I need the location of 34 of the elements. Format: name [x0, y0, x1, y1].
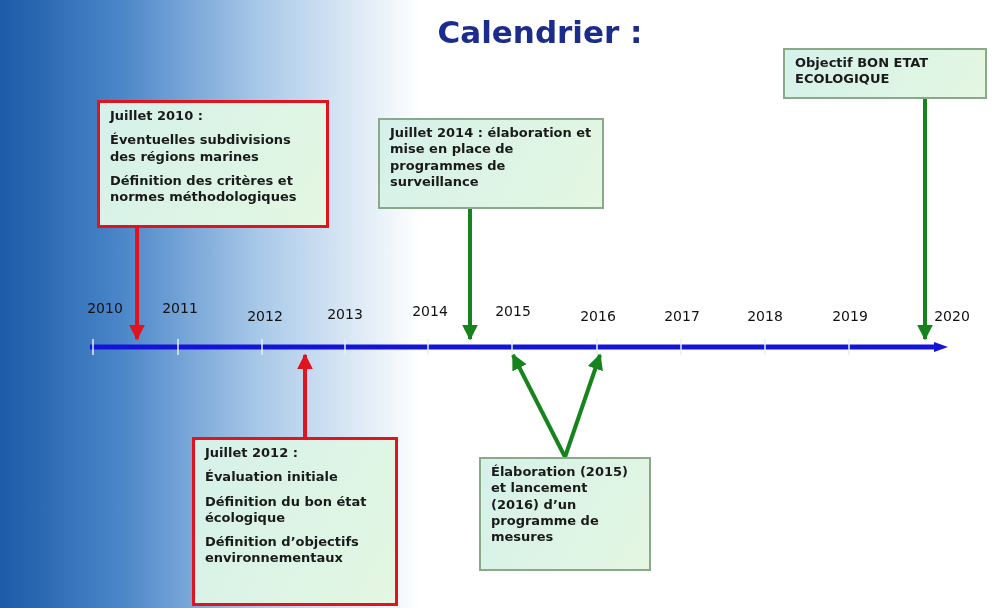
- event-text: Évaluation initiale: [205, 469, 339, 486]
- arrow: [297, 353, 313, 437]
- arrow: [563, 353, 603, 458]
- arrow: [511, 353, 567, 458]
- event-text: Élaboration (2015) et lancement (2016) d’un programme de mesures: [491, 464, 629, 546]
- event-text: Juillet 2014 : élaboration et mise en place de programmes de surveillance: [390, 125, 592, 190]
- year-label: 2014: [412, 303, 448, 319]
- year-label: 2011: [162, 300, 198, 316]
- year-label: 2017: [664, 308, 700, 324]
- arrow: [917, 99, 933, 341]
- event-text: Juillet 2012 :: [205, 445, 299, 462]
- event-text: Définition des critères et normes méthodologiques: [110, 172, 298, 206]
- event-box: [378, 118, 604, 209]
- event-text: Éventuelles subdivisions des régions marines: [110, 132, 292, 165]
- event-text: Définition d’objectifs environnementaux: [205, 534, 360, 567]
- event-box: [192, 437, 398, 606]
- timeline-arrow: [88, 339, 948, 355]
- event-text: Définition du bon état écologique: [205, 493, 368, 526]
- arrow: [462, 209, 478, 341]
- year-label: 2020: [934, 308, 970, 324]
- event-box: [97, 100, 329, 228]
- event-box: [783, 48, 987, 99]
- event-text: Juillet 2010 :: [110, 108, 204, 125]
- year-label: 2015: [495, 303, 531, 319]
- year-label: 2018: [747, 308, 783, 324]
- event-box: [479, 457, 651, 571]
- year-label: 2016: [580, 308, 616, 324]
- event-text: Objectif BON ETAT ECOLOGIQUE: [795, 55, 930, 88]
- year-label: 2012: [247, 308, 283, 324]
- arrow: [129, 228, 145, 341]
- title: Calendrier :: [436, 14, 644, 50]
- year-label: 2013: [327, 306, 363, 322]
- year-label: 2010: [87, 300, 123, 316]
- year-label: 2019: [832, 308, 868, 324]
